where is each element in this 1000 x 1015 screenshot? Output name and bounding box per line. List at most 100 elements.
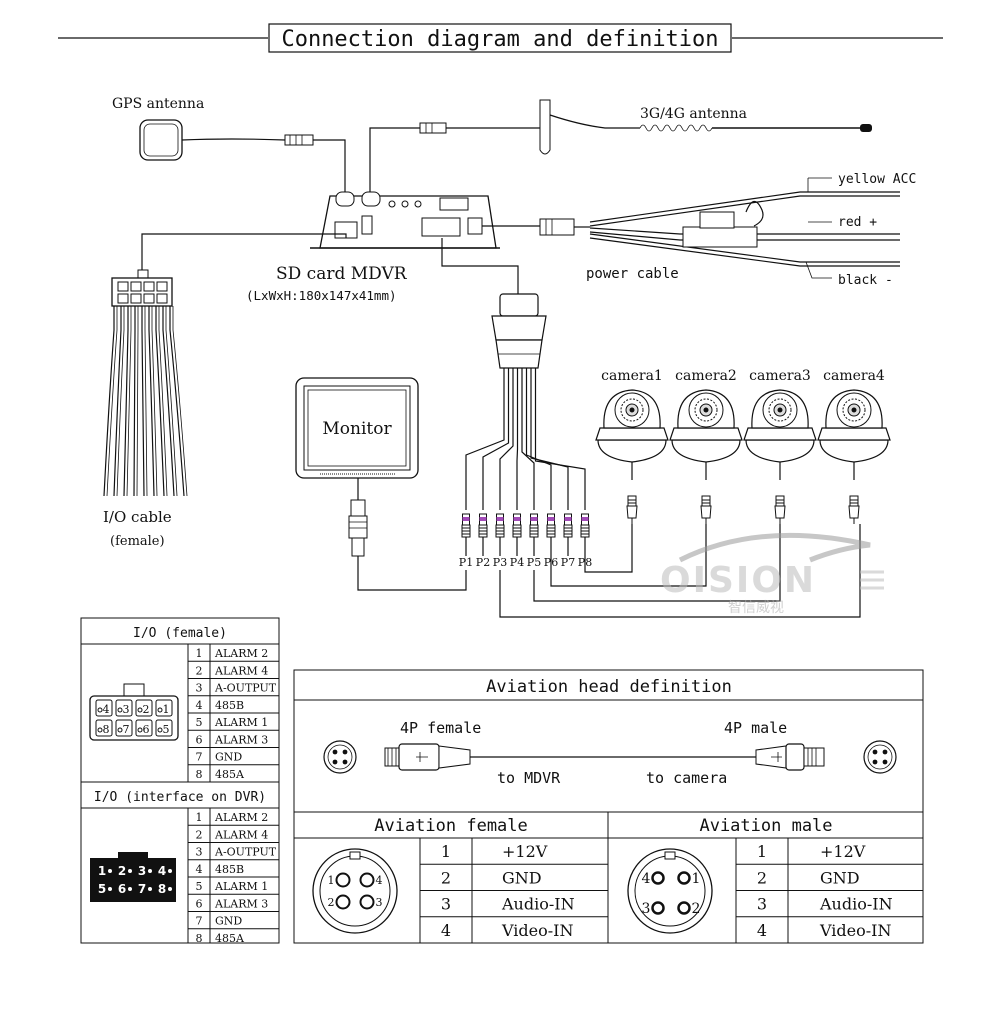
io-wire xyxy=(103,306,115,497)
io-wire xyxy=(126,306,132,497)
aviation-female-pin xyxy=(335,872,351,888)
io-wire xyxy=(165,306,178,497)
io-dvr-pin-number: 6 xyxy=(118,882,126,896)
io-pin-number: 7 xyxy=(196,915,203,928)
io-female-pin-number: 2 xyxy=(143,703,150,716)
camera-cable xyxy=(550,524,707,587)
4g-antenna-label: 3G/4G antenna xyxy=(640,106,747,122)
port-label-p1: P1 xyxy=(459,556,473,569)
io-wire xyxy=(136,306,139,497)
io-pin-number: 6 xyxy=(196,733,203,746)
io-pin-name: 485B xyxy=(215,863,244,876)
io-female-header: I/O (female) xyxy=(133,626,227,641)
io-pin-name: ALARM 3 xyxy=(214,897,268,910)
aviation-female-pin-number: 4 xyxy=(441,921,451,940)
io-cable-label: I/O cable xyxy=(103,508,172,526)
aviation-female-pin-name: Audio-IN xyxy=(501,895,575,914)
io-wire xyxy=(155,306,165,497)
io-wire xyxy=(151,306,158,497)
camera-plug xyxy=(626,495,638,525)
camera-label-3: camera3 xyxy=(749,368,811,384)
port-label-p3: P3 xyxy=(493,556,507,569)
io-female-pin-number: 3 xyxy=(123,703,130,716)
yellow-acc-label: yellow ACC xyxy=(838,172,916,187)
io-pin-number: 3 xyxy=(196,682,203,695)
aviation-male-pin xyxy=(677,871,691,885)
io-pin-name: A-OUTPUT xyxy=(214,682,277,695)
io-pin-name: ALARM 4 xyxy=(214,828,268,841)
watermark-cn: 智信威视 xyxy=(728,600,784,616)
camera-label-2: camera2 xyxy=(675,368,737,384)
power-cable xyxy=(482,177,900,279)
gps-antenna-icon xyxy=(139,119,346,192)
aviation-cable xyxy=(323,740,897,774)
aviation-female-pin-name: +12V xyxy=(502,842,548,861)
io-pin-name: ALARM 2 xyxy=(214,811,268,824)
aviation-male-pin xyxy=(651,871,665,885)
aviation-female-title: Aviation female xyxy=(374,816,528,836)
aviation-male-pin-name: GND xyxy=(820,868,860,887)
port-label-p6: P6 xyxy=(544,556,558,569)
io-pin-number: 8 xyxy=(196,768,203,781)
mdvr-dimensions: (LxWxH:180x147x41mm) xyxy=(246,288,397,303)
io-wire xyxy=(172,306,188,497)
io-dvr-header: I/O (interface on DVR) xyxy=(94,790,266,805)
camera-label-4: camera4 xyxy=(823,368,885,384)
watermark-brand: OISION xyxy=(660,560,816,601)
io-pin-name: GND xyxy=(215,915,242,928)
io-pin-number: 6 xyxy=(196,897,203,910)
aviation-male-pin-label: 2 xyxy=(692,901,701,917)
io-pin-number: 5 xyxy=(196,880,203,893)
io-wire xyxy=(169,306,185,497)
aviation-male-pin-label: 4 xyxy=(642,871,651,887)
port-plug xyxy=(529,513,539,538)
camera-label-1: camera1 xyxy=(601,368,663,384)
aviation-male-pin-name: Audio-IN xyxy=(819,895,893,914)
port-label-p8: P8 xyxy=(578,556,592,569)
aviation-male-pin-number: 1 xyxy=(757,842,767,861)
port-label-p2: P2 xyxy=(476,556,490,569)
io-wire xyxy=(116,306,125,497)
watermark-logo: OISION 智信威视 xyxy=(660,532,884,616)
red-plus-label: red + xyxy=(838,215,877,230)
port-plug xyxy=(461,513,471,538)
aviation-male-title: Aviation male xyxy=(699,816,832,836)
io-female-pin-number: 4 xyxy=(103,703,110,716)
io-wire xyxy=(133,306,136,497)
io-wire xyxy=(162,306,175,497)
mdvr-device xyxy=(310,191,500,249)
mdvr-label: SD card MDVR xyxy=(276,264,408,284)
monitor-label: Monitor xyxy=(322,419,392,439)
gps-antenna-label: GPS antenna xyxy=(112,96,204,112)
io-pin-number: 3 xyxy=(196,846,203,859)
black-minus-label: black - xyxy=(838,273,893,288)
camera-plug xyxy=(700,495,712,525)
aviation-female-pin-label: 1 xyxy=(328,874,335,887)
aviation-female-pin-number: 2 xyxy=(441,868,451,887)
harness-wire xyxy=(534,368,586,510)
harness-wire xyxy=(521,368,535,510)
aviation-harness xyxy=(441,238,586,510)
io-pin-name: 485A xyxy=(215,768,245,781)
io-female-pin-number: 5 xyxy=(163,723,170,736)
io-wire xyxy=(144,306,148,497)
io-pin-name: ALARM 2 xyxy=(214,647,268,660)
io-pin-number: 5 xyxy=(196,716,203,729)
io-dvr-pin-number: 4 xyxy=(158,864,166,878)
harness-wire xyxy=(525,368,552,510)
aviation-female-pin-name: Video-IN xyxy=(501,921,573,940)
harness-wire xyxy=(530,368,569,510)
io-cable-female-label: (female) xyxy=(110,534,165,549)
io-pin-number: 7 xyxy=(196,751,203,764)
camera-cable xyxy=(584,524,633,573)
io-wire xyxy=(158,306,168,497)
io-pin-name: 485B xyxy=(215,699,244,712)
aviation-male-pin-number: 3 xyxy=(757,895,767,914)
aviation-female-pin-name: GND xyxy=(502,868,542,887)
camera-plug xyxy=(848,495,860,525)
io-pin-number: 2 xyxy=(196,828,203,841)
camera-icon xyxy=(743,389,817,481)
aviation-female-pin-label: 2 xyxy=(328,896,335,909)
io-pin-number: 4 xyxy=(196,699,203,712)
